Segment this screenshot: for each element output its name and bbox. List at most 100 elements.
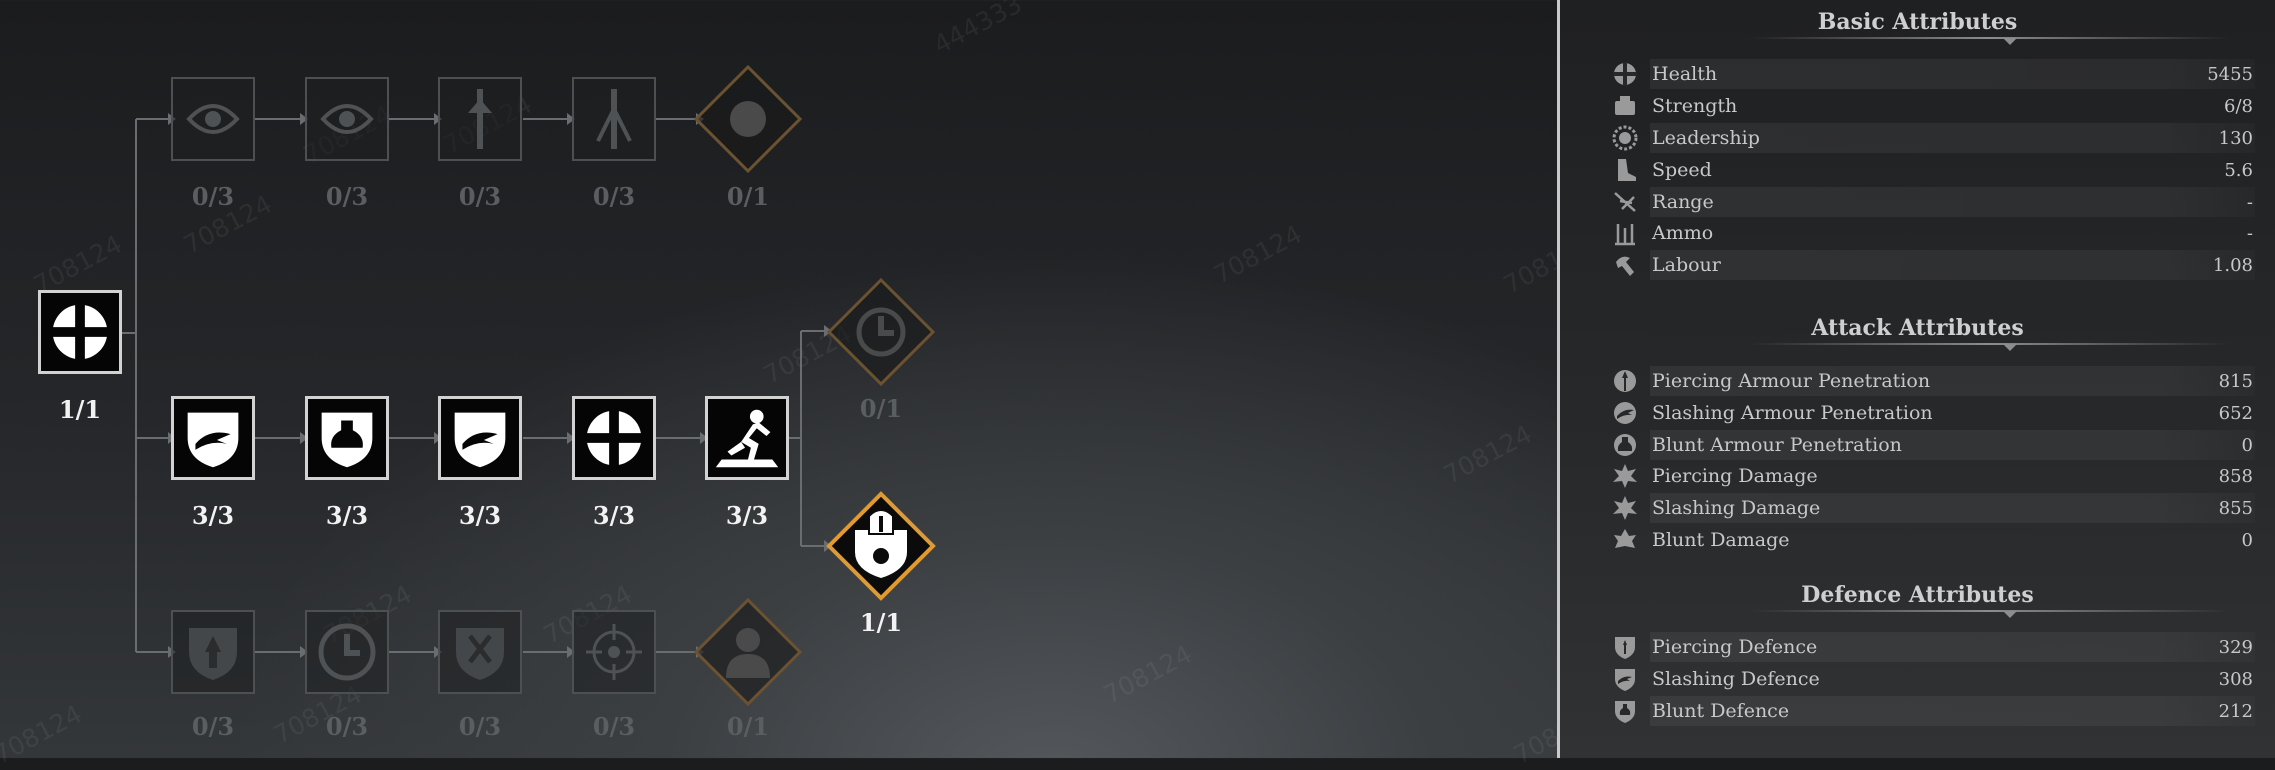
attribute-row-slashing-damage: Slashing Damage 855 — [1613, 493, 2255, 523]
attribute-row-health: Health 5455 — [1613, 59, 2255, 89]
health-cross-icon — [1612, 61, 1638, 87]
skill-node-top-2[interactable] — [305, 77, 389, 161]
skill-node-mid-3[interactable] — [438, 396, 522, 480]
skill-node-top-5[interactable] — [692, 63, 804, 175]
attributes-panel: Basic Attributes Health 5455 Strength 6/… — [1560, 0, 2275, 758]
skill-node-bottom-2[interactable] — [305, 610, 389, 694]
shield-wave-icon — [187, 412, 239, 468]
attribute-row-blunt-pen: Blunt Armour Penetration 0 — [1614, 430, 2255, 460]
knight-shield-icon — [826, 491, 936, 601]
medical-cross-icon — [584, 408, 644, 468]
attribute-value: 858 — [2218, 465, 2253, 487]
attribute-label: Blunt Armour Penetration — [1652, 434, 1902, 456]
attribute-value: - — [2246, 222, 2253, 244]
attribute-row-blunt-defence: Blunt Defence 212 — [1615, 696, 2255, 726]
attribute-label: Speed — [1652, 159, 1712, 181]
piercing-defence-icon — [1612, 634, 1638, 660]
attribute-value: - — [2246, 191, 2253, 213]
skill-count: 3/3 — [592, 501, 636, 530]
basic-attributes-title: Basic Attributes — [1817, 9, 2018, 35]
skill-count: 0/3 — [325, 712, 369, 741]
speed-boot-icon — [1612, 157, 1638, 183]
blunt-defence-icon — [1612, 698, 1638, 724]
skill-node-top-4[interactable] — [572, 77, 656, 161]
skill-node-bottom-1[interactable] — [171, 610, 255, 694]
skill-count: 3/3 — [325, 501, 369, 530]
target-icon — [586, 624, 642, 680]
piercing-damage-icon — [1612, 463, 1638, 489]
slashing-damage-icon — [1612, 495, 1638, 521]
eye-crest-icon — [186, 104, 240, 134]
attribute-label: Blunt Damage — [1652, 529, 1790, 551]
labour-icon — [1612, 252, 1638, 278]
attribute-row-strength: Strength 6/8 — [1615, 91, 2255, 121]
skill-node-root[interactable] — [38, 290, 122, 374]
attribute-row-piercing-damage: Piercing Damage 858 — [1613, 461, 2255, 491]
attribute-row-labour: Labour 1.08 — [1616, 250, 2255, 280]
attribute-label: Piercing Armour Penetration — [1652, 370, 1931, 392]
attribute-value: 329 — [2218, 636, 2253, 658]
attribute-value: 1.08 — [2212, 254, 2253, 276]
medical-cross-icon — [50, 302, 110, 362]
attribute-row-slashing-pen: Slashing Armour Penetration 652 — [1614, 398, 2255, 428]
skill-count: 0/1 — [726, 712, 770, 741]
attribute-row-slashing-defence: Slashing Defence 308 — [1615, 664, 2255, 694]
section-divider — [1750, 343, 2230, 345]
skill-count: 0/3 — [592, 712, 636, 741]
attribute-value: 6/8 — [2224, 95, 2253, 117]
skill-node-mid-1[interactable] — [171, 396, 255, 480]
lance-icon — [596, 89, 632, 149]
attribute-row-range: Range - — [1614, 187, 2255, 217]
attribute-label: Labour — [1652, 254, 1721, 276]
skill-count: 0/3 — [191, 712, 235, 741]
ammo-icon — [1612, 220, 1638, 246]
attribute-value: 652 — [2218, 402, 2253, 424]
skill-node-top-3[interactable] — [438, 77, 522, 161]
attribute-label: Range — [1652, 191, 1714, 213]
skill-count: 0/3 — [325, 182, 369, 211]
attribute-value: 5455 — [2207, 63, 2253, 85]
skill-count: 3/3 — [725, 501, 769, 530]
attribute-value: 130 — [2218, 127, 2253, 149]
attribute-value: 855 — [2218, 497, 2253, 519]
section-caret — [2003, 344, 2017, 351]
burst-emblem-icon — [693, 64, 803, 174]
warrior-emblem-icon — [693, 597, 803, 707]
attribute-label: Piercing Damage — [1652, 465, 1818, 487]
strength-icon — [1612, 93, 1638, 119]
skill-node-bottom-3[interactable] — [438, 610, 522, 694]
section-caret — [2003, 38, 2017, 45]
attribute-row-blunt-damage: Blunt Damage 0 — [1614, 525, 2255, 555]
clock-arrow-icon — [318, 623, 376, 681]
skill-count: 1/1 — [58, 395, 102, 424]
skill-node-mid-lower-tip[interactable] — [825, 490, 937, 602]
leadership-icon — [1612, 125, 1638, 151]
attribute-row-piercing-pen: Piercing Armour Penetration 815 — [1614, 366, 2255, 396]
skill-count: 3/3 — [458, 501, 502, 530]
section-divider — [1750, 37, 2230, 39]
skill-node-mid-4[interactable] — [572, 396, 656, 480]
skill-count: 0/1 — [859, 394, 903, 423]
piercing-pen-icon — [1612, 368, 1638, 394]
skill-node-mid-5[interactable] — [705, 396, 789, 480]
shield-wave-icon — [454, 412, 506, 468]
attribute-label: Ammo — [1652, 222, 1714, 244]
skill-count: 0/3 — [191, 182, 235, 211]
attribute-label: Leadership — [1652, 127, 1760, 149]
attribute-value: 815 — [2218, 370, 2253, 392]
skill-node-top-1[interactable] — [171, 77, 255, 161]
attribute-row-piercing-defence: Piercing Defence 329 — [1615, 632, 2255, 662]
attribute-value: 212 — [2218, 700, 2253, 722]
slashing-pen-icon — [1612, 400, 1638, 426]
attribute-value: 308 — [2218, 668, 2253, 690]
range-icon — [1612, 189, 1638, 215]
skill-node-bottom-5[interactable] — [692, 596, 804, 708]
skill-node-mid-upper-tip[interactable] — [825, 276, 937, 388]
skill-node-mid-2[interactable] — [305, 396, 389, 480]
section-caret — [2003, 611, 2017, 618]
blunt-pen-icon — [1612, 432, 1638, 458]
section-divider — [1750, 610, 2230, 612]
skill-node-bottom-4[interactable] — [572, 610, 656, 694]
attribute-row-ammo: Ammo - — [1615, 218, 2255, 248]
attribute-label: Blunt Defence — [1652, 700, 1790, 722]
